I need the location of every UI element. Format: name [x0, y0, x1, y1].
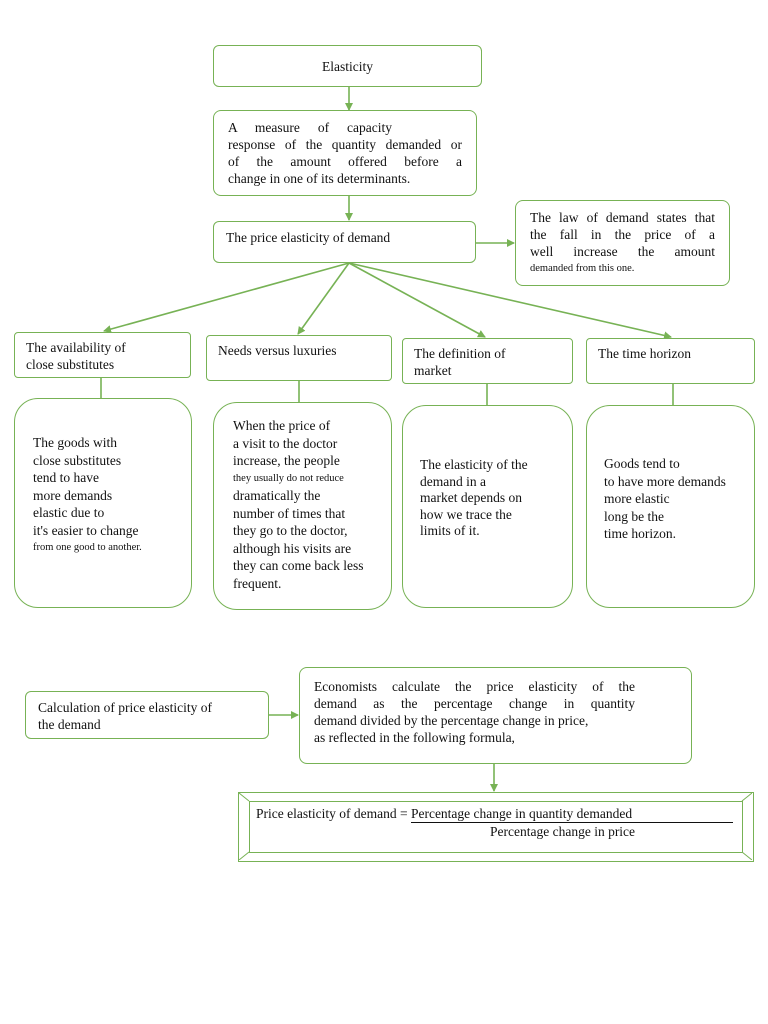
formula-denominator: Percentage change in price	[490, 824, 636, 839]
needs-detail-line-1: When the price of	[233, 418, 331, 433]
needs-detail-line-9: they can come back less	[233, 558, 364, 573]
market-detail-line-5: limits of it.	[420, 523, 480, 538]
node-law-of-demand: The law of demand states that the fall i…	[515, 200, 730, 286]
node-definition: A measure of capacity response of the qu…	[213, 110, 477, 196]
law-line-1: The law of demand states that	[530, 210, 715, 225]
definition-line-1: A measure of capacity	[228, 120, 392, 135]
calculation-line-2: the demand	[38, 717, 101, 732]
factor-detail-needs: When the price of a visit to the doctor …	[213, 402, 392, 610]
node-economists: Economists calculate the price elasticit…	[299, 667, 692, 764]
node-price-elasticity-label: The price elasticity of demand	[226, 230, 391, 245]
substitutes-title-line-2: close substitutes	[26, 357, 115, 372]
formula-bevel	[239, 793, 752, 860]
needs-title-line-1: Needs versus luxuries	[218, 343, 337, 358]
arrow-to-needs	[297, 262, 350, 335]
formula-numerator: Percentage change in quantity demanded	[410, 805, 733, 823]
definition-line-3: of the amount offered before a	[228, 154, 462, 169]
law-line-3: well increase the amount	[530, 244, 715, 259]
formula-top-row: Price elasticity of demand = Percentage …	[256, 805, 733, 823]
needs-detail-line-5: dramatically the	[233, 488, 321, 503]
substitutes-detail-line-1: The goods with	[33, 435, 117, 450]
substitutes-detail-line-3: tend to have	[33, 470, 99, 485]
time-detail-line-1: Goods tend to	[604, 456, 680, 471]
factor-title-time: The time horizon	[586, 338, 755, 384]
definition-line-4: change in one of its determinants.	[228, 171, 411, 186]
time-detail-line-4: long be the	[604, 508, 664, 524]
economists-line-3: demand divided by the percentage change …	[314, 713, 589, 728]
market-title-line-1: The definition of	[414, 346, 506, 361]
definition-line-2: response of the quantity demanded or	[228, 137, 462, 152]
market-detail-line-3: market depends on	[420, 490, 522, 505]
law-line-4: demanded from this one.	[530, 263, 635, 274]
node-elasticity-label: Elasticity	[322, 59, 373, 74]
arrow-to-market	[348, 262, 486, 338]
arrow-to-time	[348, 262, 672, 340]
node-price-elasticity: The price elasticity of demand	[213, 221, 476, 263]
factor-detail-time: Goods tend to to have more demands more …	[586, 405, 755, 608]
time-detail-line-2: to have more demands	[604, 473, 726, 489]
node-calculation: Calculation of price elasticity of the d…	[25, 691, 269, 739]
substitutes-detail-line-2: close substitutes	[33, 452, 122, 468]
substitutes-detail-line-4: more demands	[33, 487, 113, 503]
market-detail-line-2: demand in a	[420, 473, 486, 489]
market-title-line-2: market	[414, 363, 452, 378]
economists-line-2: demand as the percentage change in quant…	[314, 696, 635, 711]
market-detail-line-4: how we trace the	[420, 506, 512, 522]
needs-detail-line-10: frequent.	[233, 575, 282, 591]
substitutes-detail-line-6: it's easier to change	[33, 522, 139, 538]
market-detail-line-1: The elasticity of the	[420, 457, 528, 472]
node-elasticity: Elasticity	[213, 45, 482, 87]
needs-detail-line-7: they go to the doctor,	[233, 523, 348, 538]
substitutes-detail-line-5: elastic due to	[33, 505, 105, 520]
time-detail-line-3: more elastic	[604, 491, 670, 506]
factor-title-substitutes: The availability of close substitutes	[14, 332, 191, 378]
needs-detail-line-6: number of times that	[233, 505, 346, 521]
economists-line-1: Economists calculate the price elasticit…	[314, 679, 635, 694]
factor-title-needs: Needs versus luxuries	[206, 335, 392, 381]
time-title-line-1: The time horizon	[598, 346, 691, 361]
calculation-line-1: Calculation of price elasticity of	[38, 700, 212, 715]
substitutes-detail-line-7: from one good to another.	[33, 542, 142, 553]
law-line-2: the fall in the price of a	[530, 227, 715, 242]
arrow-to-substitutes	[103, 262, 350, 333]
needs-detail-line-8: although his visits are	[233, 540, 352, 556]
factor-detail-market: The elasticity of the demand in a market…	[402, 405, 573, 608]
substitutes-title-line-1: The availability of	[26, 340, 126, 355]
formula-box: Price elasticity of demand = Percentage …	[238, 792, 754, 862]
formula-inner-frame: Price elasticity of demand = Percentage …	[249, 801, 743, 853]
formula-lhs: Price elasticity of demand =	[256, 806, 411, 821]
time-detail-line-5: time horizon.	[604, 526, 676, 541]
needs-detail-line-2: a visit to the doctor	[233, 435, 338, 451]
needs-detail-line-4: they usually do not reduce	[233, 472, 344, 484]
needs-detail-line-3: increase, the people	[233, 453, 340, 468]
factor-title-market: The definition of market	[402, 338, 573, 384]
economists-line-4: as reflected in the following formula,	[314, 730, 515, 745]
factor-detail-substitutes: The goods with close substitutes tend to…	[14, 398, 192, 608]
